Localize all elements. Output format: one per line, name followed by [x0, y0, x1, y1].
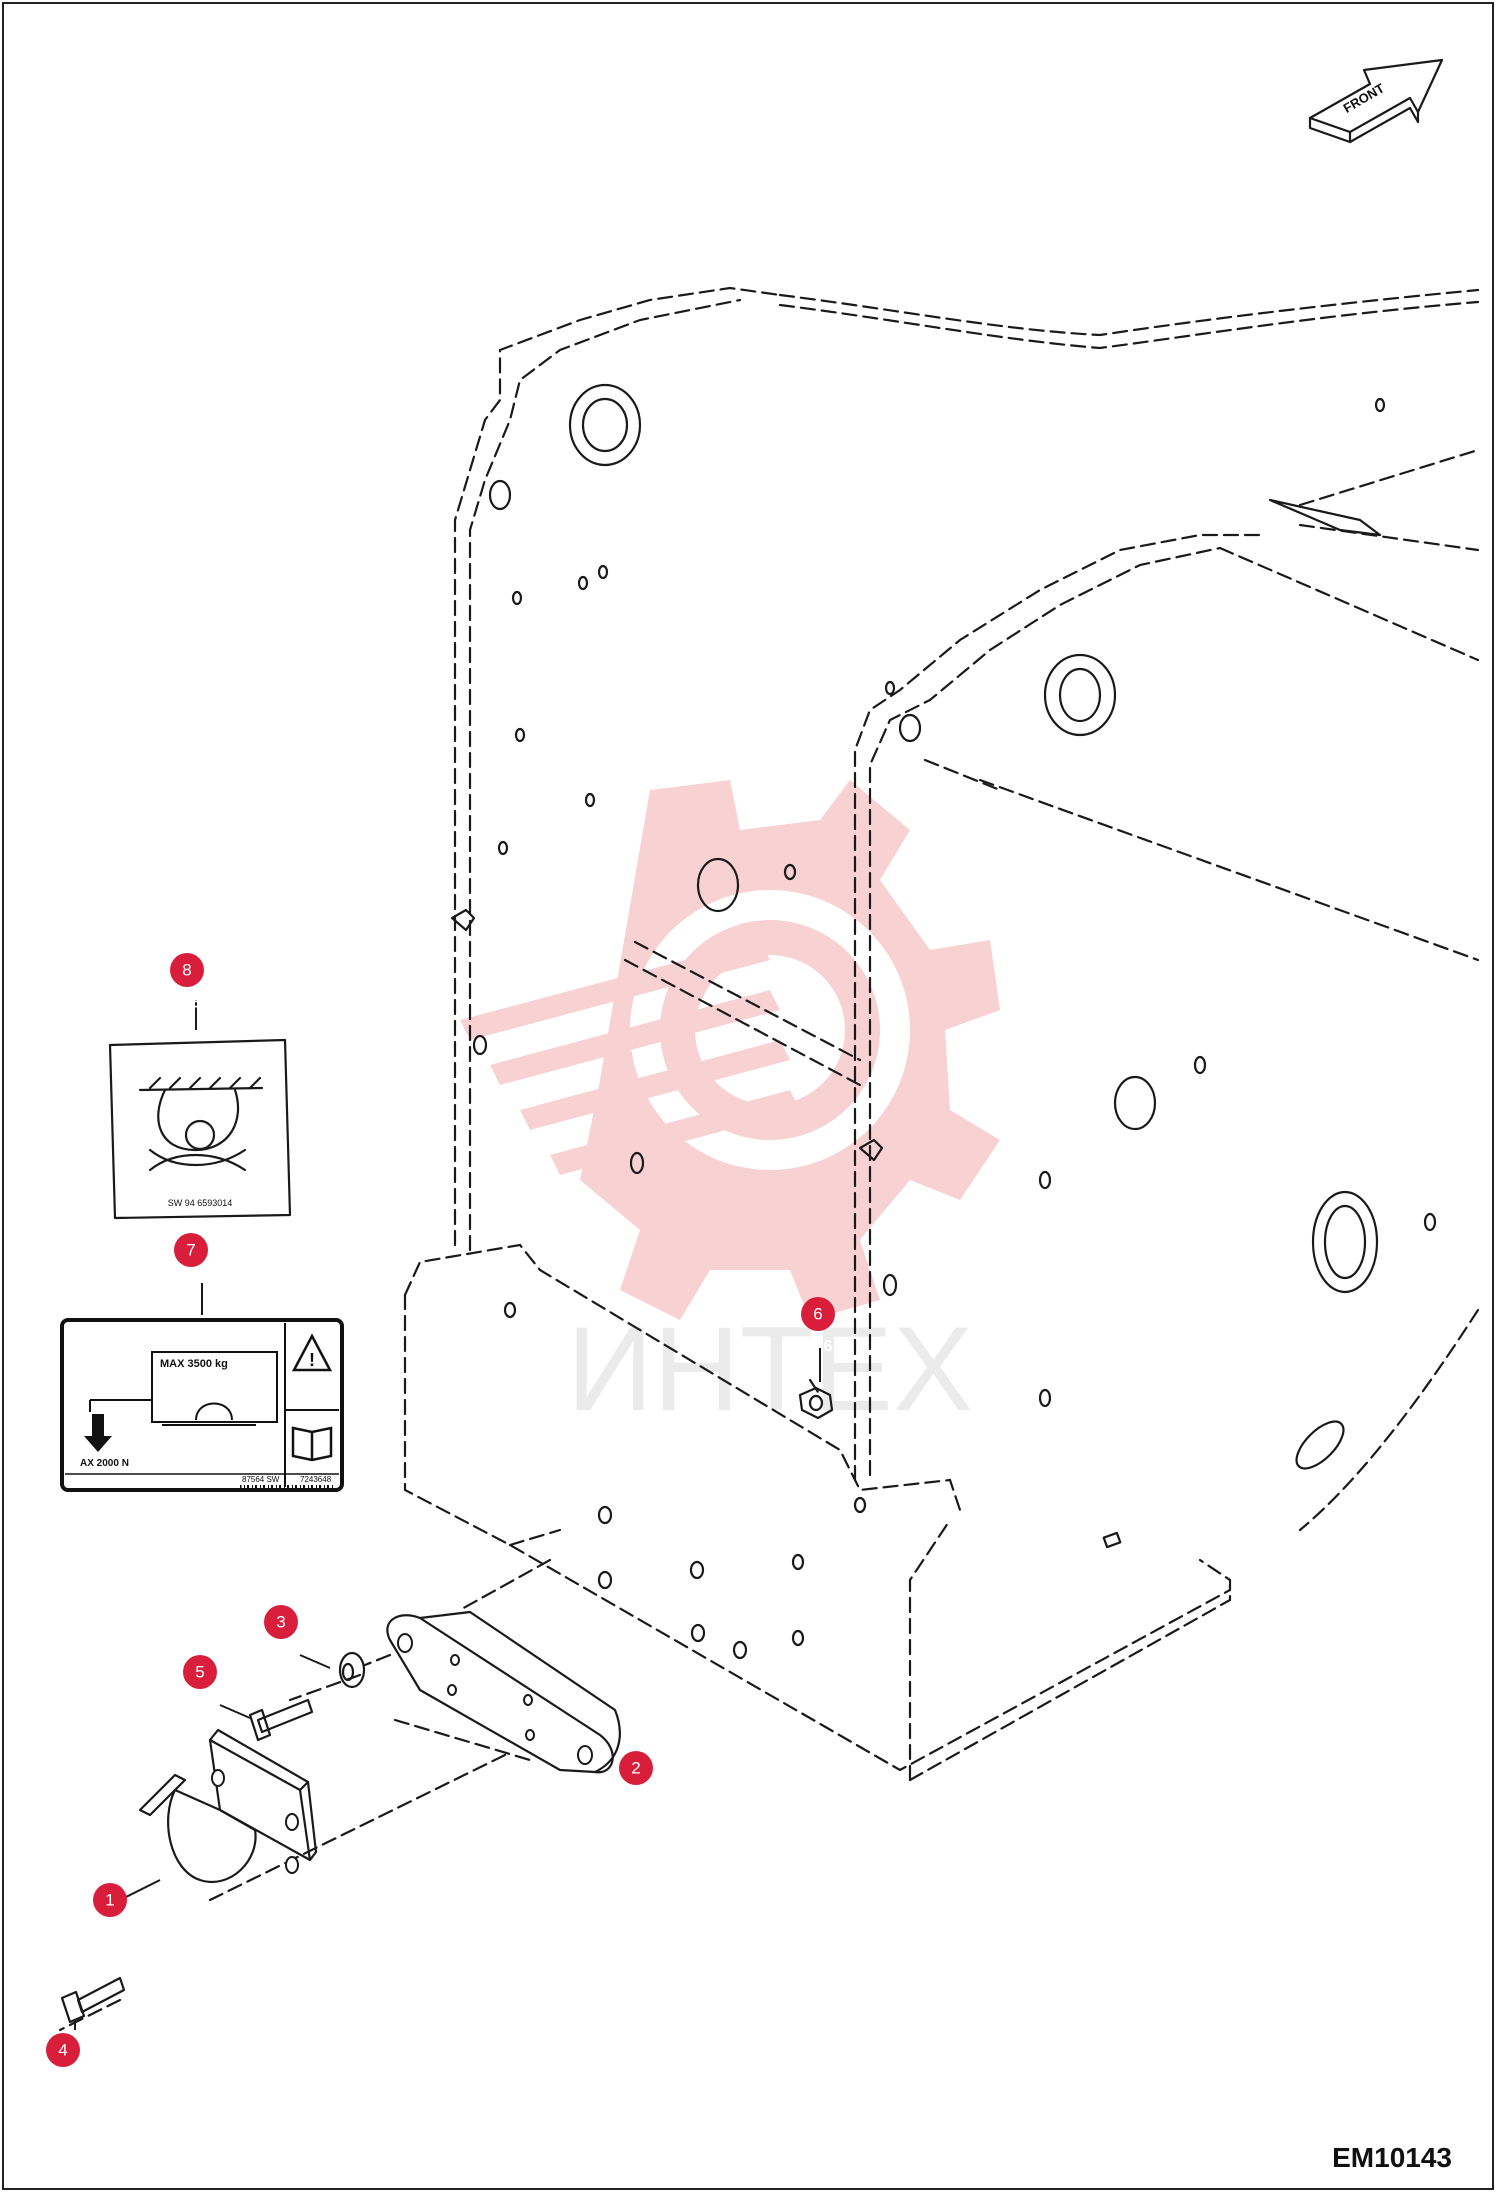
callout-1-number: 1 — [105, 1891, 114, 1910]
callout-8-number: 8 — [182, 961, 191, 980]
machine-frame-outline — [58, 286, 1480, 2032]
part-7-trailer-decal: MAX 3500 kg AX 2000 N ! 87564 SW 7243648 — [60, 1318, 344, 1492]
trailer-vertical-load: AX 2000 N — [80, 1458, 129, 1469]
callout-1: 1 1 — [93, 1883, 128, 1942]
watermark-text: ИНТЕХ — [567, 1302, 973, 1436]
callout-3-label: 3 — [286, 1643, 295, 1662]
part-6-nut — [798, 1386, 834, 1420]
callout-7: 7 7 — [174, 1233, 208, 1292]
callout-5: 5 5 — [183, 1655, 217, 1713]
callout-leaders — [74, 1000, 821, 2030]
trailer-part-left: 87564 SW — [242, 1475, 280, 1484]
callout-4-label: 4 — [70, 2074, 80, 2093]
front-direction-arrow: FRONT — [1308, 58, 1444, 144]
watermark-gear-logo: ИНТЕХ — [460, 780, 1000, 1436]
callout-7-number: 7 — [186, 1241, 195, 1260]
callout-7-label: 7 — [195, 1273, 204, 1292]
callout-6: 6 6 — [801, 1297, 835, 1356]
callout-5-label: 5 — [205, 1694, 214, 1713]
front-label: FRONT — [1341, 80, 1387, 115]
part-8-lift-decal: SW 94 6593014 — [108, 1038, 292, 1220]
callout-3-number: 3 — [276, 1613, 285, 1632]
callout-5-number: 5 — [195, 1663, 204, 1682]
callout-2-number: 2 — [631, 1759, 640, 1778]
lift-decal-code: SW 94 6593014 — [168, 1198, 233, 1208]
callout-3: 3 3 — [264, 1605, 298, 1662]
callout-6-number: 6 — [813, 1305, 822, 1324]
part-3-washer — [338, 1651, 366, 1689]
callout-4-number: 4 — [58, 2041, 67, 2060]
callout-1-label: 1 — [118, 1923, 127, 1942]
callout-8: 8 8 — [170, 953, 204, 1012]
part-5-bolt — [248, 1698, 314, 1742]
part-1-tow-hook — [138, 1728, 318, 1883]
drawing-code: EM10143 — [1332, 2142, 1452, 2173]
trailer-max-load: MAX 3500 kg — [160, 1358, 228, 1370]
trailer-part-right: 7243648 — [300, 1475, 332, 1484]
small-frame-holes — [472, 397, 1437, 1660]
manual-book-icon — [291, 1426, 333, 1462]
warning-icon — [291, 1333, 333, 1372]
callout-8-label: 8 — [191, 993, 200, 1012]
callout-4: 4 4 — [46, 2033, 80, 2093]
warning-mark: ! — [309, 1350, 315, 1370]
down-arrow-icon — [84, 1414, 112, 1452]
barcode — [240, 1485, 333, 1488]
callout-2-label: 2 — [643, 1791, 652, 1810]
part-4-bolt — [60, 1976, 126, 2024]
callout-2: 2 2 — [619, 1751, 653, 1810]
part-2-mounting-plate — [386, 1610, 621, 1774]
callout-6-label: 6 — [823, 1337, 832, 1356]
